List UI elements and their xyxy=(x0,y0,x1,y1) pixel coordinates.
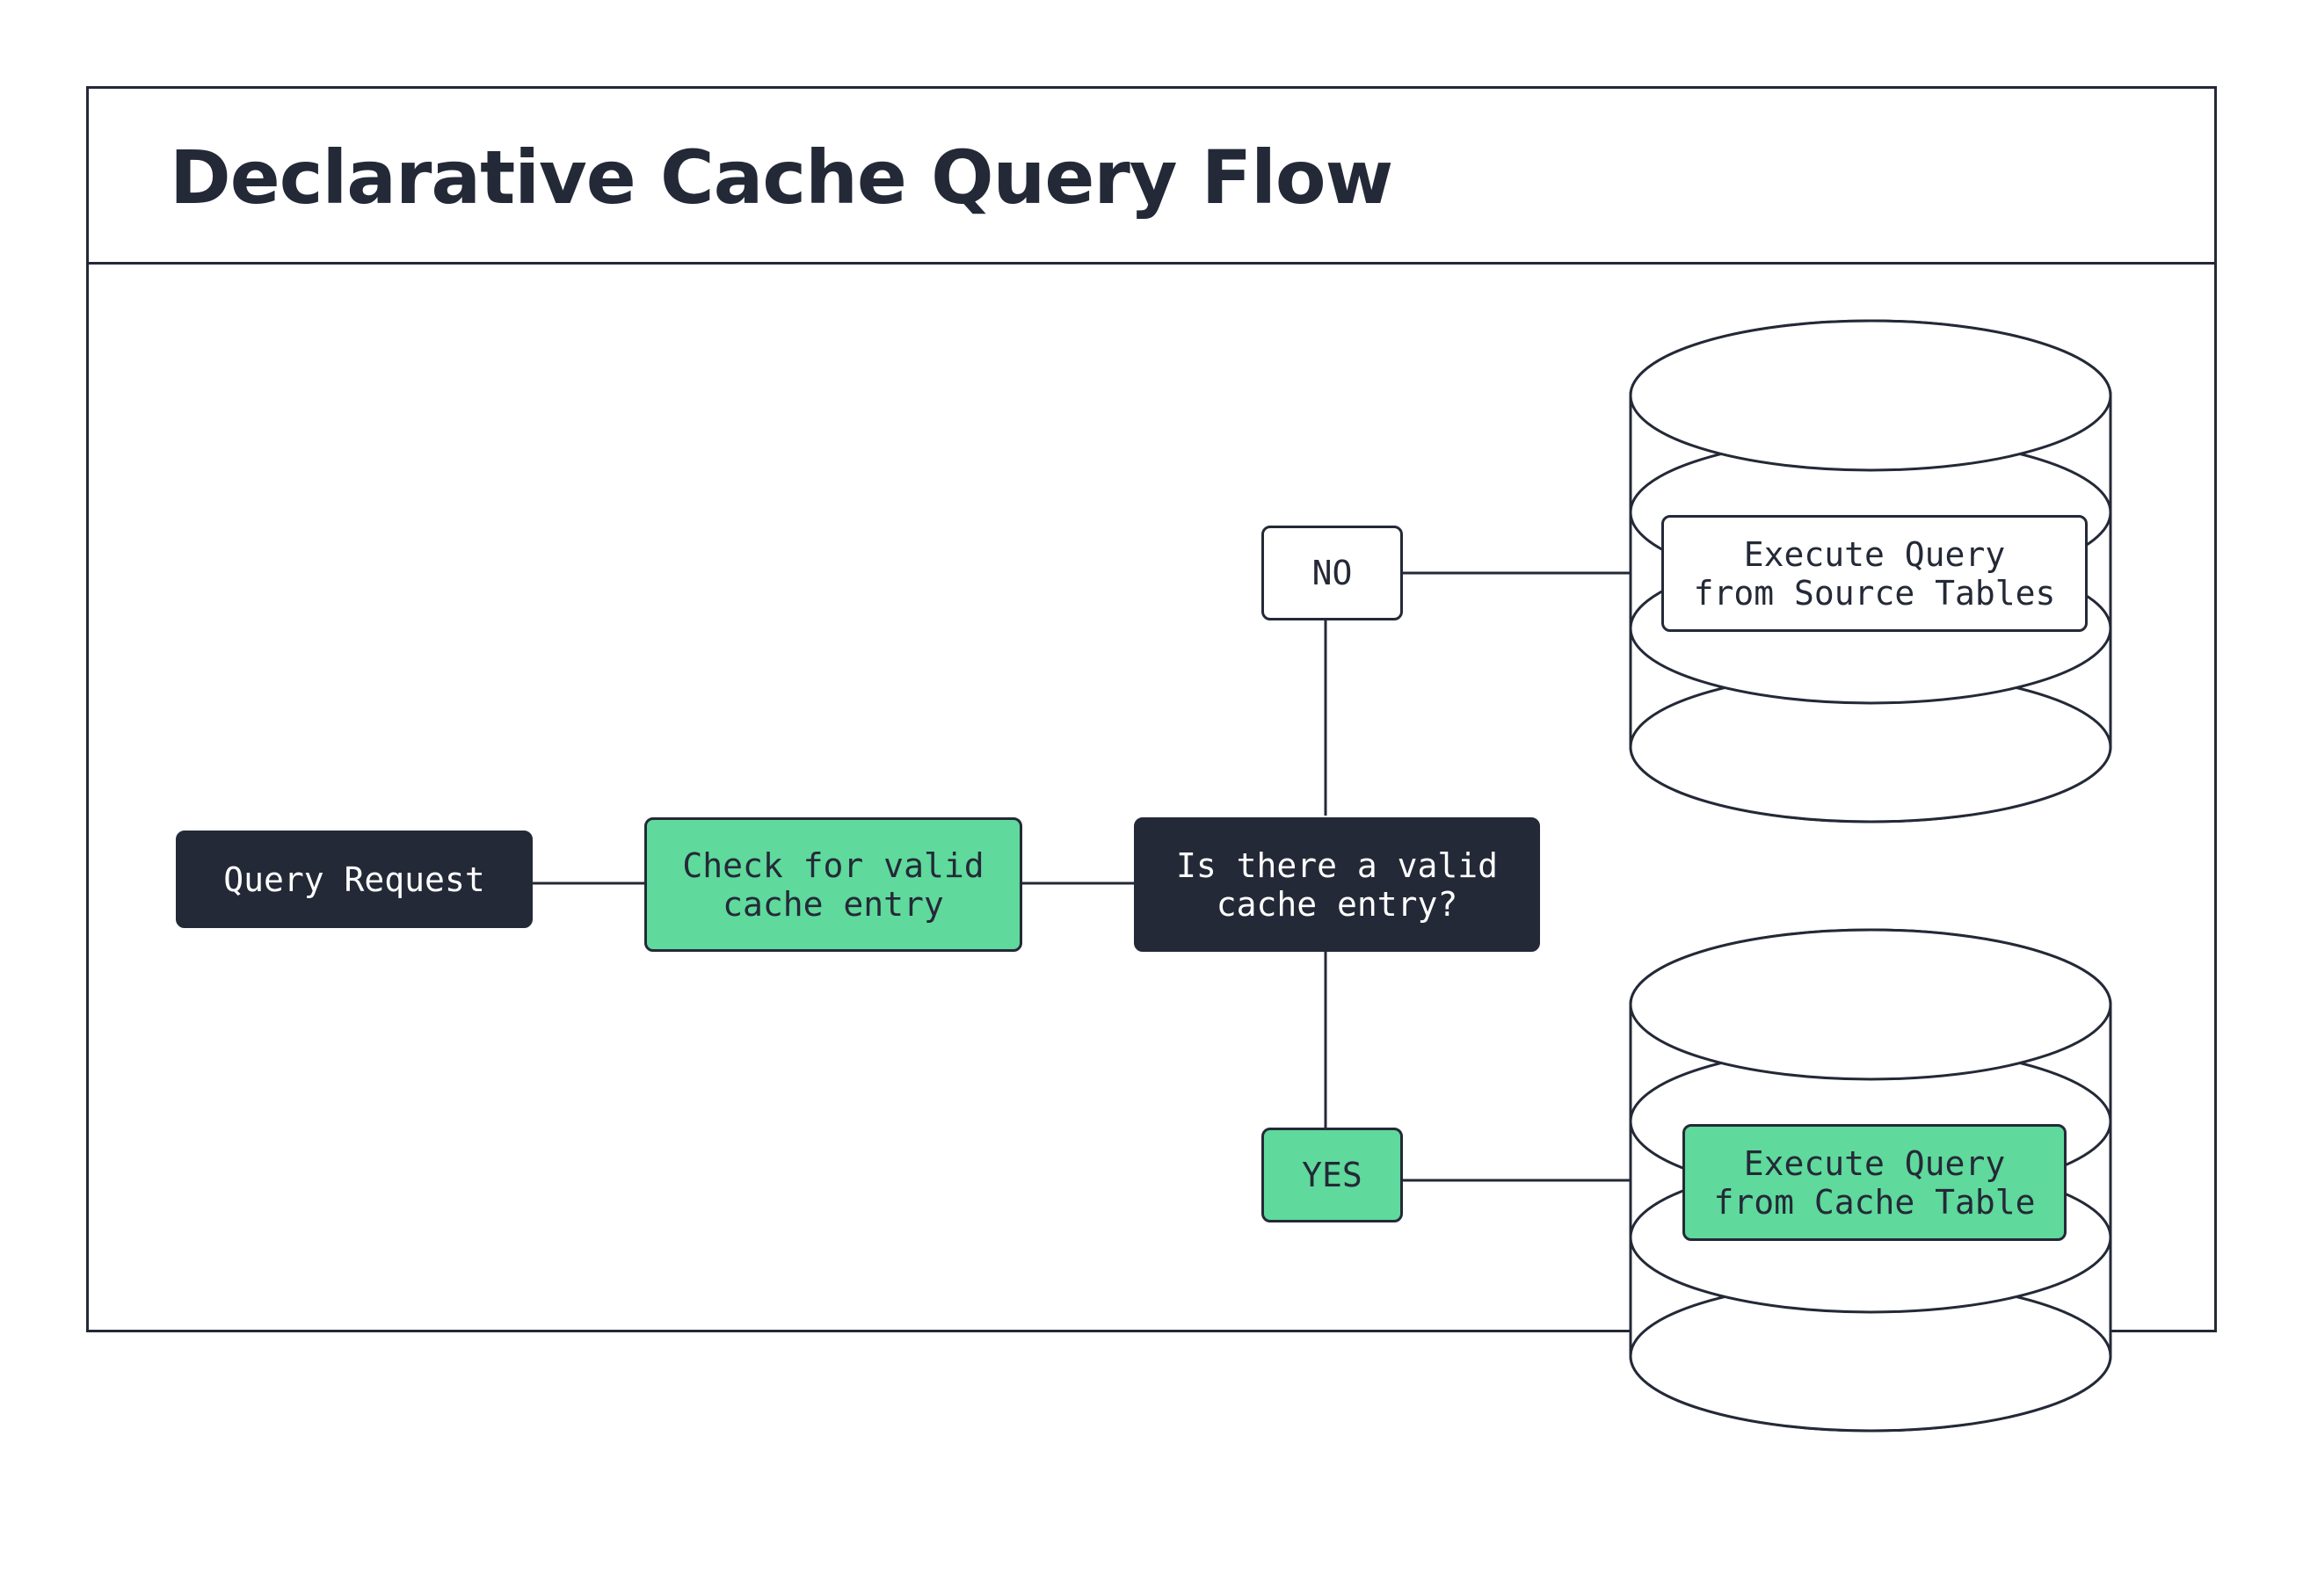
source-tables-node: Execute Query from Source Tables xyxy=(1661,515,2088,632)
yes-branch-label: YES xyxy=(1261,1128,1403,1222)
decision-node: Is there a valid cache entry? xyxy=(1134,817,1540,952)
check-cache-label: Check for valid cache entry xyxy=(682,845,984,924)
decision-label: Is there a valid cache entry? xyxy=(1175,845,1499,924)
cache-table-node: Execute Query from Cache Table xyxy=(1682,1124,2067,1241)
page-title: Declarative Cache Query Flow xyxy=(170,134,1393,221)
header: Declarative Cache Query Flow xyxy=(89,89,2214,265)
check-cache-node: Check for valid cache entry xyxy=(644,817,1022,952)
yes-label-text: YES xyxy=(1302,1156,1362,1194)
source-tables-label: Execute Query from Source Tables xyxy=(1693,534,2056,613)
no-branch-label: NO xyxy=(1261,526,1403,620)
no-label-text: NO xyxy=(1311,554,1353,592)
diagram-frame: Declarative Cache Query Flow xyxy=(86,86,2217,1332)
cache-table-label: Execute Query from Cache Table xyxy=(1713,1143,2036,1222)
query-request-node: Query Request xyxy=(176,831,533,928)
query-request-label: Query Request xyxy=(223,860,485,899)
